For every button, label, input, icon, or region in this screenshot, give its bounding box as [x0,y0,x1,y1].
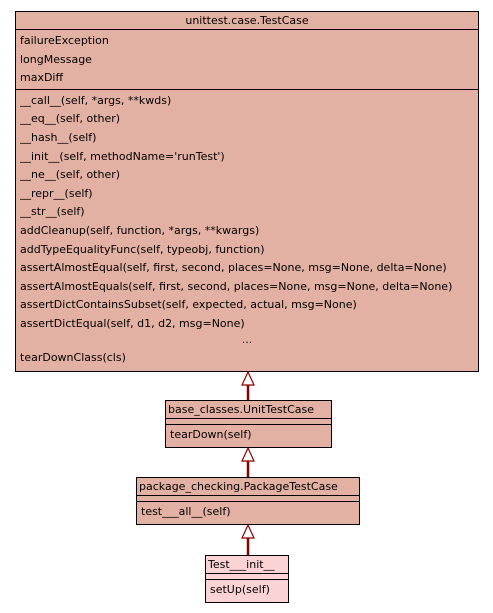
operation: __call__(self, *args, **kwds) [20,93,172,107]
operation: __init__(self, methodName='runTest') [20,149,225,163]
operation: assertAlmostEquals(self, first, second, … [20,279,453,293]
class-title: Test___init__ [206,556,288,574]
operation: assertDictContainsSubset(self, expected,… [20,298,357,312]
attributes-section [206,574,288,580]
operation: __eq__(self, other) [20,112,121,126]
operation: assertDictEqual(self, d1, d2, msg=None) [20,316,245,330]
class-base-classes-unittestcase[interactable]: base_classes.UnitTestCase tearDown(self) [165,400,332,448]
operations-section: __call__(self, *args, **kwds) __eq__(sel… [16,90,478,369]
class-title: base_classes.UnitTestCase [166,401,331,419]
operation: addCleanup(self, function, *args, **kwar… [20,223,260,237]
operation: setUp(self) [210,583,270,596]
operation: __ne__(self, other) [20,168,121,182]
operation: addTypeEqualityFunc(self, typeobj, funct… [20,242,265,256]
attribute: failureException [20,34,109,47]
operation: __hash__(self) [20,130,97,144]
operations-section: tearDown(self) [166,425,331,447]
operations-section: test___all__(self) [137,502,359,524]
operation: test___all__(self) [141,505,231,518]
operation: assertAlmostEqual(self, first, second, p… [20,261,447,275]
attributes-section: failureException longMessage maxDiff [16,30,478,90]
attribute: longMessage [20,52,92,66]
attributes-section [137,496,359,502]
attribute: maxDiff [20,71,64,85]
operation: tearDownClass(cls) [20,350,126,364]
generalization-arrowhead [241,523,255,539]
class-test-init[interactable]: Test___init__ setUp(self) [205,555,289,603]
edge-testinit-to-packagetestcase [241,523,255,555]
operations-ellipsis: ... [241,333,253,346]
class-unittest-case-testcase[interactable]: unittest.case.TestCase failureException … [15,11,479,372]
generalization-arrowhead [241,446,255,462]
class-title: unittest.case.TestCase [16,12,478,30]
attributes-section [166,419,331,425]
operation: __repr__(self) [20,186,93,200]
operations-section: setUp(self) [206,580,288,602]
class-package-checking-packagetestcase[interactable]: package_checking.PackageTestCase test___… [136,477,360,525]
operation: tearDown(self) [170,428,252,441]
operation: __str__(self) [20,205,85,219]
edge-unittestcase-to-testcase [241,370,255,400]
generalization-arrowhead [241,370,255,386]
edge-packagetestcase-to-unittestcase [241,446,255,477]
class-title: package_checking.PackageTestCase [137,478,359,496]
